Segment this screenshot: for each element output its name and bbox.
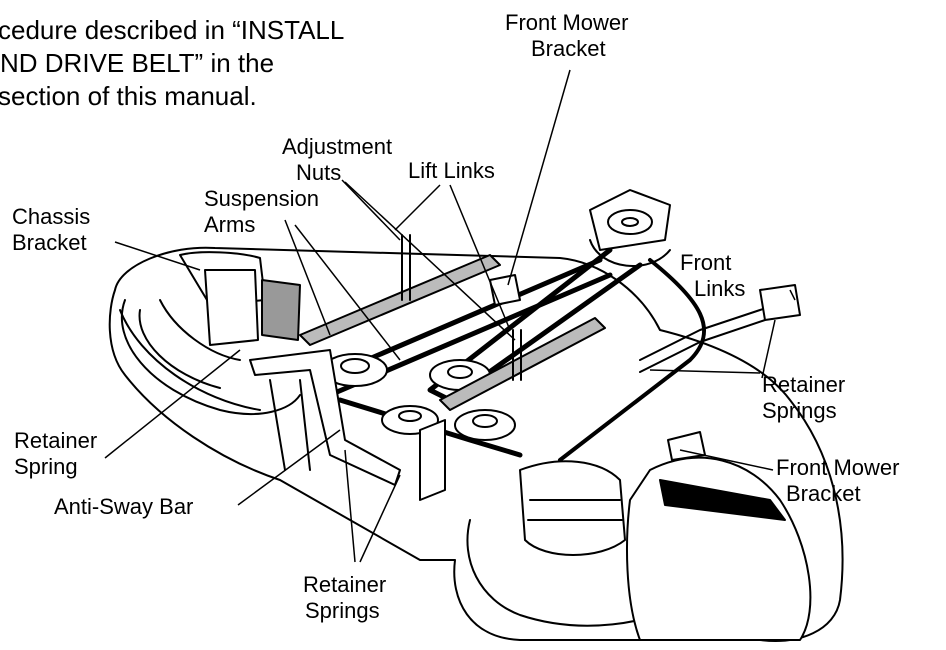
label-front-mower-bracket-top: Front Mower Bracket xyxy=(505,10,629,61)
deck-outline xyxy=(108,246,844,642)
intro-line-1: cedure described in “INSTALL xyxy=(0,15,345,45)
pulleys xyxy=(322,353,516,441)
left-deck-housing xyxy=(120,299,301,416)
intro-line-2: ND DRIVE BELT” in the xyxy=(0,48,275,78)
lift-link-1 xyxy=(299,254,501,346)
label-lift-links: Lift Links xyxy=(408,158,495,183)
label-retainer-springs-right: Retainer Springs xyxy=(762,372,846,423)
callout-lines xyxy=(104,69,796,563)
lift-link-2 xyxy=(439,317,606,411)
label-retainer-springs-bottom: Retainer Springs xyxy=(303,572,387,623)
label-suspension-arms: Suspension Arms xyxy=(204,186,319,237)
label-front-links: Front Links xyxy=(680,250,746,301)
chassis-bracket xyxy=(261,279,301,341)
label-adjustment-nuts: Adjustment Nuts xyxy=(282,134,393,185)
label-front-mower-bracket-bottom: Front Mower Bracket xyxy=(776,455,900,506)
intro-line-3: section of this manual. xyxy=(0,81,257,111)
intro-text: cedure described in “INSTALL ND DRIVE BE… xyxy=(0,14,428,113)
label-anti-sway-bar: Anti-Sway Bar xyxy=(54,494,194,519)
label-retainer-spring-left: Retainer Spring xyxy=(14,428,98,479)
top-pulley-bracket xyxy=(589,189,671,251)
label-chassis-bracket: Chassis Bracket xyxy=(12,204,91,255)
